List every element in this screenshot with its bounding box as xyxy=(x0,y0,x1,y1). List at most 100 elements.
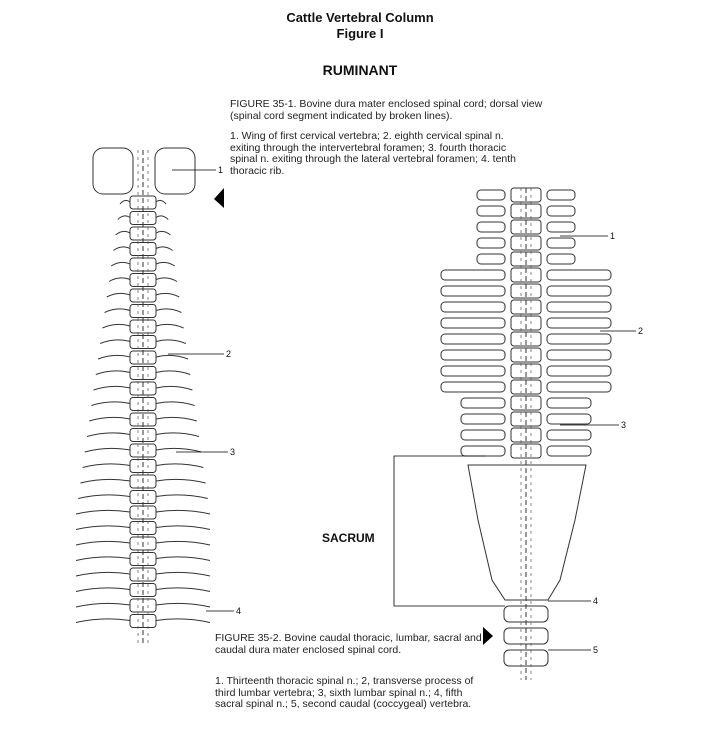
transverse-process xyxy=(460,429,506,441)
transverse-process xyxy=(80,478,131,484)
transverse-process xyxy=(546,301,612,313)
transverse-process xyxy=(155,246,173,251)
transverse-process xyxy=(155,199,167,205)
transverse-process xyxy=(155,370,191,375)
transverse-process xyxy=(155,571,211,577)
transverse-process xyxy=(113,246,131,251)
transverse-process xyxy=(117,215,131,220)
transverse-process xyxy=(155,261,176,267)
transverse-process xyxy=(546,349,612,361)
transverse-process xyxy=(119,199,131,205)
transverse-process xyxy=(78,494,131,499)
transverse-process xyxy=(91,401,131,406)
transverse-process xyxy=(546,253,576,265)
transverse-process xyxy=(104,308,131,313)
transverse-process xyxy=(546,221,576,233)
sacrum-outline xyxy=(467,464,587,601)
transverse-process xyxy=(155,432,200,437)
fig1-label-2: 2 xyxy=(226,349,232,359)
transverse-process xyxy=(155,277,178,282)
figure-subtitle: Figure I xyxy=(336,26,384,41)
transverse-process xyxy=(106,292,131,298)
transverse-process xyxy=(155,587,211,592)
transverse-process xyxy=(440,349,506,361)
transverse-process xyxy=(546,333,612,345)
transverse-process xyxy=(155,385,193,391)
transverse-process xyxy=(440,317,506,329)
transverse-process xyxy=(155,292,180,298)
transverse-process xyxy=(476,189,506,201)
transverse-process xyxy=(75,525,131,530)
transverse-process xyxy=(546,205,576,217)
transverse-process xyxy=(546,189,576,201)
atlas-wing-left xyxy=(92,147,134,195)
transverse-process xyxy=(546,445,592,457)
fig1-label-4: 4 xyxy=(236,606,242,616)
pointer-arrow xyxy=(214,188,224,208)
figure1-caption-title: FIGURE 35-1. Bovine dura mater enclosed … xyxy=(230,98,543,122)
transverse-process xyxy=(440,333,506,345)
transverse-process xyxy=(82,463,131,468)
figure1-caption-legend: 1. Wing of first cervical vertebra; 2. e… xyxy=(230,130,517,177)
transverse-process xyxy=(476,221,506,233)
transverse-process xyxy=(75,602,131,608)
transverse-process xyxy=(476,253,506,265)
fig2-label-3: 3 xyxy=(621,420,627,430)
transverse-process xyxy=(546,317,612,329)
transverse-process xyxy=(155,602,211,608)
transverse-process xyxy=(155,540,211,546)
fig2-label-4: 4 xyxy=(593,596,599,606)
caudal-vertebra xyxy=(503,649,549,667)
transverse-process xyxy=(546,397,592,409)
transverse-process xyxy=(155,509,211,515)
transverse-process xyxy=(155,323,184,329)
transverse-process xyxy=(155,416,197,422)
transverse-process xyxy=(546,237,576,249)
transverse-process xyxy=(476,237,506,249)
transverse-process xyxy=(95,370,131,375)
transverse-process xyxy=(86,432,131,437)
transverse-process xyxy=(440,301,506,313)
transverse-process xyxy=(155,478,206,484)
transverse-process xyxy=(75,540,131,546)
fig2-label-5: 5 xyxy=(593,645,599,655)
transverse-process xyxy=(155,230,171,236)
transverse-process xyxy=(155,525,211,530)
transverse-process xyxy=(155,339,186,344)
transverse-process xyxy=(102,323,131,329)
pointer-arrow xyxy=(483,627,493,645)
transverse-process xyxy=(440,365,506,377)
transverse-process xyxy=(84,447,131,453)
sacrum-label: SACRUM xyxy=(322,531,375,545)
section-heading: RUMINANT xyxy=(322,62,398,78)
transverse-process xyxy=(546,381,612,393)
transverse-process xyxy=(476,205,506,217)
transverse-process xyxy=(100,339,131,344)
transverse-process xyxy=(155,618,211,623)
transverse-process xyxy=(546,429,592,441)
figure2-caption-title: FIGURE 35-2. Bovine caudal thoracic, lum… xyxy=(215,632,482,656)
transverse-process xyxy=(75,587,131,592)
fig2-label-1: 1 xyxy=(610,231,616,241)
transverse-process xyxy=(75,509,131,515)
transverse-process xyxy=(75,618,131,623)
transverse-process xyxy=(546,269,612,281)
fig1-label-1: 1 xyxy=(218,165,224,175)
transverse-process xyxy=(460,445,506,457)
transverse-process xyxy=(155,447,202,453)
transverse-process xyxy=(89,416,131,422)
transverse-process xyxy=(155,494,208,499)
atlas-wing-right xyxy=(154,147,196,195)
transverse-process xyxy=(155,308,182,313)
transverse-process xyxy=(108,277,131,282)
sacrum-bracket xyxy=(393,455,505,607)
transverse-process xyxy=(75,571,131,577)
fig1-label-3: 3 xyxy=(230,447,236,457)
transverse-process xyxy=(110,261,131,267)
transverse-process xyxy=(155,215,169,220)
transverse-process xyxy=(93,385,131,391)
transverse-process xyxy=(460,397,506,409)
page-title: Cattle Vertebral Column xyxy=(286,10,434,25)
transverse-process xyxy=(440,381,506,393)
transverse-process xyxy=(115,230,131,236)
